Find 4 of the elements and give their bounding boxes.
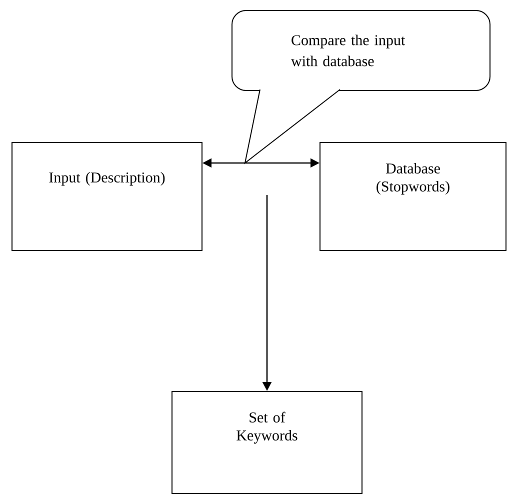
process-box: Set of Keywords [172, 390, 362, 494]
speech-bubble: Compare the input with database [232, 10, 490, 164]
process-box: Input (Description) [12, 142, 202, 251]
process-box: Database (Stopwords) [320, 142, 506, 251]
